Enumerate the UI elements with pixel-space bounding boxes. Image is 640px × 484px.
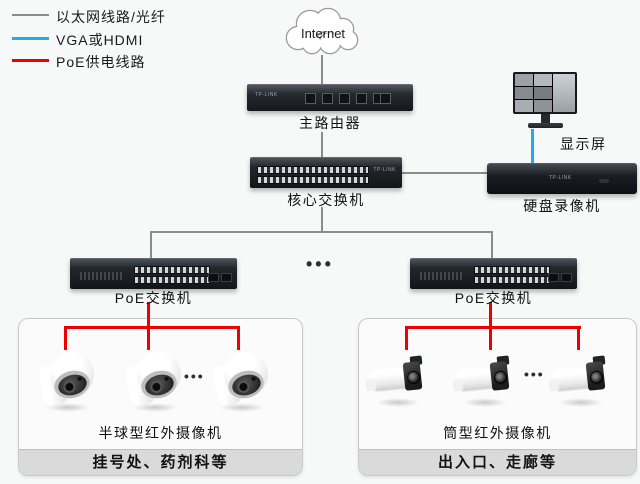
zone-left-caption: 挂号处、药剂科等 (19, 449, 302, 475)
branch-drop-left (150, 233, 152, 258)
link-coreswitch-branch (321, 207, 323, 233)
nvr-label: 硬盘录像机 (523, 198, 601, 214)
dome-camera-1 (37, 350, 96, 412)
core-switch-brand: TP-LINK (373, 167, 396, 173)
zone-right-caption: 出入口、走廊等 (359, 449, 636, 475)
dome-camera-2 (124, 350, 183, 412)
dome-camera-ellipsis: ••• (184, 368, 205, 384)
poe-drop-left-1 (64, 329, 67, 350)
core-switch-image: TP-LINK (250, 157, 402, 188)
poe-drop-right-3 (577, 329, 580, 350)
router-label: 主路由器 (299, 115, 361, 131)
bullet-camera-3 (548, 355, 615, 407)
link-display-nvr (531, 129, 534, 163)
bullet-camera-1 (365, 355, 432, 407)
poe-left-ports (134, 266, 210, 286)
dome-camera-3 (211, 350, 270, 412)
poe-right-vents (420, 272, 462, 280)
legend-line-vga-hdmi-icon (12, 37, 49, 40)
monitor-base (528, 123, 563, 128)
legend-label-poe: PoE供电线路 (56, 54, 146, 70)
link-router-coreswitch (321, 132, 323, 158)
poe-drop-left-3 (237, 329, 240, 350)
legend-line-ethernet-icon (12, 14, 49, 16)
zone-bullet-cameras: 出入口、走廊等 (358, 318, 637, 476)
dome-camera-group-label: 半球型红外摄像机 (98, 425, 223, 441)
core-switch-label: 核心交换机 (287, 192, 365, 208)
switch-ellipsis: ••• (306, 254, 334, 274)
display-label: 显示屏 (560, 136, 607, 152)
router-brand: TP-LINK (255, 92, 278, 98)
legend-line-poe-icon (12, 59, 49, 62)
legend-label-ethernet: 以太网线路/光纤 (56, 9, 166, 25)
router-wan-port (380, 93, 391, 104)
poe-drop-right-1 (405, 329, 408, 350)
poe-switch-left-image (70, 258, 237, 289)
link-internet-router (321, 55, 323, 84)
legend-label-vga-hdmi: VGA或HDMI (56, 32, 144, 48)
nvr-button (599, 179, 609, 183)
display-monitor-image (513, 72, 577, 130)
poe-right-sfp (546, 269, 572, 287)
branch-bus (150, 231, 493, 233)
poe-feed-right (489, 302, 492, 328)
bullet-camera-2 (452, 355, 519, 407)
poe-switch-left-label: PoE交换机 (114, 290, 193, 306)
internet-label: Internet (301, 26, 345, 41)
poe-right-ports (474, 266, 550, 286)
poe-switch-right-image (410, 258, 577, 289)
router-ports (305, 93, 384, 104)
poe-left-sfp (206, 269, 232, 287)
bullet-camera-group-label: 筒型红外摄像机 (443, 425, 552, 441)
branch-drop-right (491, 233, 493, 258)
poe-drop-right-2 (489, 329, 492, 350)
nvr-brand: TP-LINK (549, 175, 572, 181)
link-coreswitch-nvr (402, 172, 487, 174)
poe-drop-left-2 (147, 329, 150, 350)
nvr-image: TP-LINK (487, 163, 637, 194)
poe-left-vents (80, 272, 122, 280)
poe-switch-right-label: PoE交换机 (454, 290, 533, 306)
internet-cloud-icon: Internet (285, 7, 359, 55)
poe-feed-left (147, 302, 150, 328)
bullet-camera-ellipsis: ••• (524, 366, 545, 382)
monitor-stand (541, 114, 550, 123)
monitor-screen (515, 74, 575, 112)
monitor-bezel (513, 72, 577, 114)
poe-bus-right (405, 326, 581, 329)
poe-bus-left (64, 326, 240, 329)
core-switch-ports (257, 166, 369, 186)
router-image: TP-LINK (247, 84, 413, 111)
